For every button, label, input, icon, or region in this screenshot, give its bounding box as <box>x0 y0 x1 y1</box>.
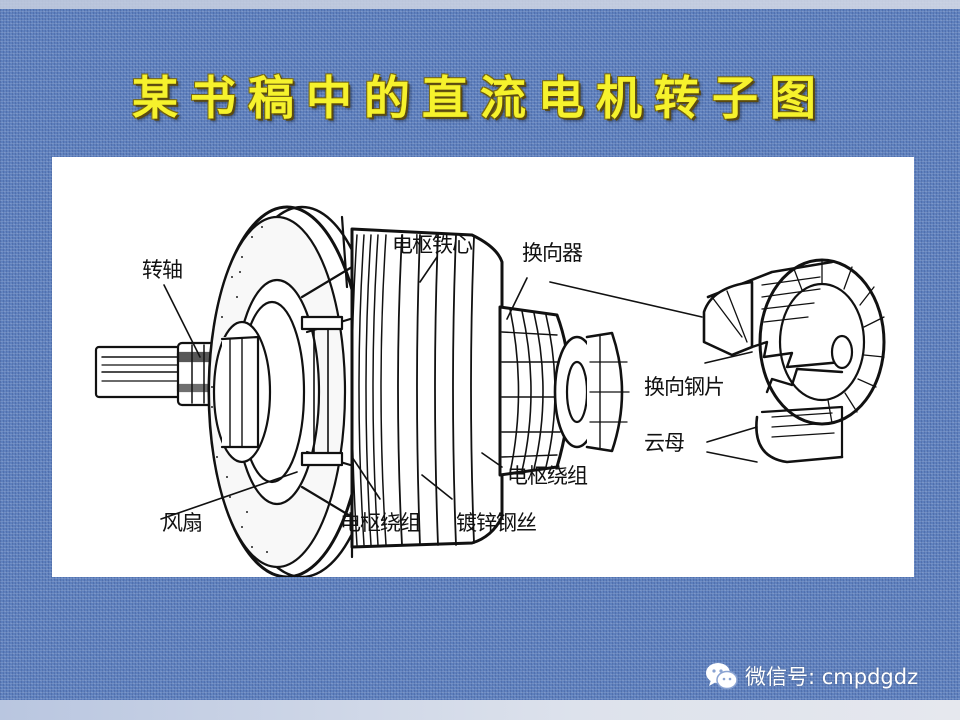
label-galvanized-steel-wire: 镀锌钢丝 <box>456 511 537 535</box>
label-armature-winding-bottom: 电枢绕组 <box>340 511 421 535</box>
rotor-illustration <box>94 205 886 577</box>
label-shaft: 转轴 <box>142 258 183 282</box>
exploded-commutator-drawing <box>702 258 886 464</box>
label-armature-winding-right: 电枢绕组 <box>507 464 588 488</box>
diagram-panel: 转轴 电枢铁心 换向器 换向钢片 云母 电枢绕组 风扇 电枢绕组 镀锌钢丝 <box>52 157 914 577</box>
label-armature-core: 电枢铁心 <box>392 233 473 257</box>
commutator-drawing <box>498 305 630 477</box>
page-title: 某书稿中的直流电机转子图 <box>132 71 828 125</box>
label-commutator: 换向器 <box>522 241 583 265</box>
watermark-text: 微信号: cmpdgdz <box>745 665 919 689</box>
label-mica: 云母 <box>644 431 685 455</box>
bottom-strip <box>0 700 960 720</box>
top-strip <box>0 0 960 9</box>
label-commutator-segment: 换向钢片 <box>644 375 725 399</box>
label-fan: 风扇 <box>162 511 203 535</box>
armature-core-drawing <box>350 227 504 549</box>
shaft-drawing <box>94 341 224 407</box>
wechat-icon <box>705 661 739 691</box>
leader-lines <box>160 256 758 520</box>
watermark: 微信号: cmpdgdz <box>705 658 918 694</box>
